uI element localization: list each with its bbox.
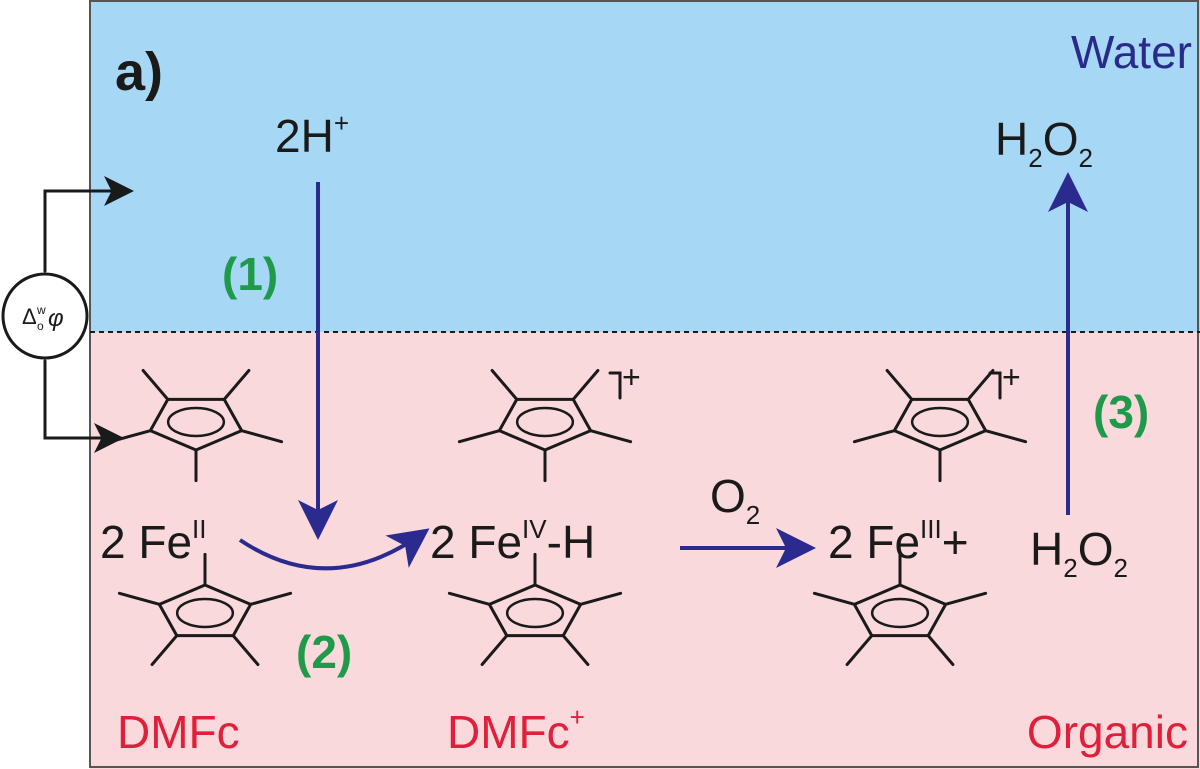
cp-ring-2 xyxy=(117,552,293,667)
svg-text:Δ: Δ xyxy=(22,304,37,329)
organic-phase xyxy=(90,332,1200,769)
oxygen-label: O2 xyxy=(710,470,760,530)
peroxide-water-label: H2O2 xyxy=(995,113,1093,173)
panel-label: a) xyxy=(115,42,163,102)
cyclopentadienyl-rings xyxy=(108,368,1028,667)
peroxide-organic-label: H2O2 xyxy=(1030,523,1128,583)
dmfc-plus-cation-bracket: + xyxy=(608,359,641,400)
cp-ring-4 xyxy=(447,552,623,667)
dmfc-label: DMFc xyxy=(117,706,240,758)
svg-text:+: + xyxy=(1002,359,1021,395)
organic-label: Organic xyxy=(1027,706,1188,758)
potential-source: Δ w o φ xyxy=(1,176,134,453)
oxidation-curved-arrow xyxy=(238,528,430,571)
potential-delta: Δ xyxy=(22,304,37,329)
cp-ring-5 xyxy=(852,368,1028,483)
step-1-label: (1) xyxy=(222,248,278,300)
water-phase xyxy=(90,0,1200,332)
potential-sup: w xyxy=(36,303,46,317)
fe3-label: 2 FeIII+ xyxy=(828,514,969,568)
dmfc-plus-label: DMFc+ xyxy=(447,702,585,758)
fe3-cation-bracket: + xyxy=(988,359,1021,400)
cp-ring-3 xyxy=(457,368,633,483)
protons-label: 2H+ xyxy=(275,108,349,162)
cp-ring-1 xyxy=(108,368,284,483)
frame xyxy=(89,0,1199,768)
step-2-label: (2) xyxy=(296,626,352,678)
step-3-label: (3) xyxy=(1093,386,1149,438)
potential-phi: φ xyxy=(48,305,64,332)
water-label: Water xyxy=(1071,26,1192,78)
svg-text:+: + xyxy=(622,359,641,395)
potential-sub: o xyxy=(37,319,44,333)
fe4-label: 2 FeIV-H xyxy=(430,514,595,568)
cp-ring-6 xyxy=(812,552,988,667)
fe2-label: 2 FeII xyxy=(100,514,207,568)
